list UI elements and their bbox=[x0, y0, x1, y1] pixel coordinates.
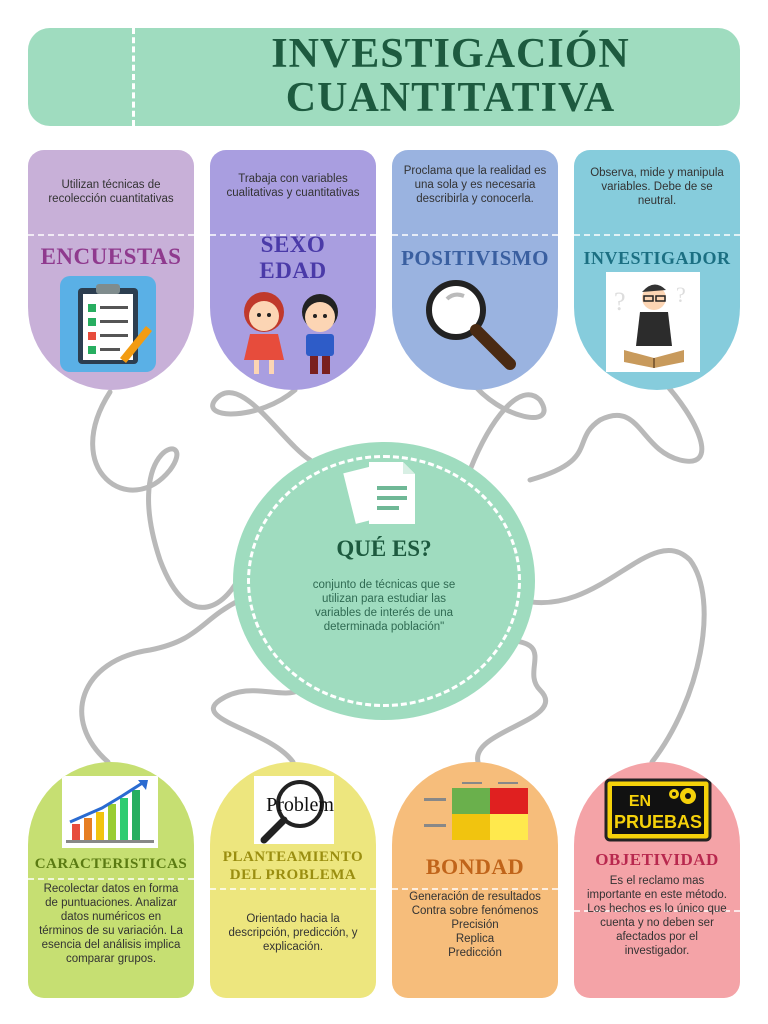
card-divider bbox=[392, 234, 558, 236]
card-sexo-edad-title: SEXO EDAD bbox=[259, 232, 327, 283]
card-planteamiento-text: Orientado hacia la descripción, predicci… bbox=[228, 913, 358, 953]
card-sexo-edad-text: Trabaja con variables cualitativas y cua… bbox=[226, 173, 360, 199]
card-investigador-text: Observa, mide y manipula variables. Debe… bbox=[590, 167, 724, 207]
rope-caracteristicas bbox=[79, 597, 243, 765]
page-title: INVESTIGACIÓN CUANTITATIVA bbox=[271, 31, 630, 121]
card-divider bbox=[210, 888, 376, 890]
rope-planteamiento bbox=[210, 687, 303, 765]
card-divider bbox=[574, 234, 740, 236]
decision-matrix-icon bbox=[424, 782, 528, 840]
banner-divider bbox=[132, 28, 135, 126]
card-positivismo-text: Proclama que la realidad es una sola y e… bbox=[403, 165, 547, 205]
en-pruebas-sign-icon: EN PRUEBAS bbox=[604, 778, 712, 842]
card-objetividad-text: Es el reclamo mas importante en este mét… bbox=[587, 875, 727, 957]
card-divider bbox=[392, 888, 558, 890]
card-caracteristicas: CARACTERISTICAS Recolectar datos en form… bbox=[28, 762, 194, 998]
card-investigador-title: INVESTIGADOR bbox=[583, 248, 731, 268]
growth-bar-chart-icon bbox=[62, 776, 158, 848]
card-divider bbox=[28, 234, 194, 236]
svg-text:?: ? bbox=[676, 282, 686, 307]
card-bondad-title: BONDAD bbox=[425, 854, 525, 879]
card-caracteristicas-title: CARACTERISTICAS bbox=[34, 856, 188, 872]
rope-investigador bbox=[527, 375, 705, 483]
card-positivismo: Proclama que la realidad es una sola y e… bbox=[392, 150, 558, 390]
card-sexo-edad: Trabaja con variables cualitativas y cua… bbox=[210, 150, 376, 390]
card-encuestas-title: ENCUESTAS bbox=[40, 244, 182, 269]
center-ring bbox=[247, 455, 521, 707]
card-bondad: BONDAD Generación de resultados Contra s… bbox=[392, 762, 558, 998]
card-encuestas-text: Utilizan técnicas de recolección cuantit… bbox=[48, 179, 174, 205]
card-divider bbox=[210, 234, 376, 236]
card-objetividad-title: OBJETIVIDAD bbox=[595, 850, 719, 869]
rope-sexo-edad bbox=[210, 387, 313, 463]
rope-encuestas bbox=[90, 389, 243, 610]
rope-objetividad bbox=[517, 548, 707, 765]
center-text: conjunto de técnicas que se utilizan par… bbox=[312, 579, 456, 633]
problem-word: Problem bbox=[266, 794, 334, 816]
sign-word-pruebas: PRUEBAS bbox=[614, 812, 702, 832]
rope-bondad bbox=[475, 637, 549, 765]
card-bondad-text: Generación de resultados Contra sobre fe… bbox=[409, 891, 541, 959]
magnifying-glass-icon bbox=[426, 280, 516, 370]
clipboard-checklist-icon bbox=[60, 276, 156, 372]
card-planteamiento-title: PLANTEAMIENTO DEL PROBLEMA bbox=[222, 849, 364, 883]
card-divider bbox=[574, 910, 740, 912]
card-investigador: Observa, mide y manipula variables. Debe… bbox=[574, 150, 740, 390]
documents-icon bbox=[343, 462, 415, 524]
center-title: QUÉ ES? bbox=[336, 536, 432, 561]
card-positivismo-title: POSITIVISMO bbox=[401, 246, 549, 270]
card-divider bbox=[28, 878, 194, 880]
card-planteamiento: Problem PLANTEAMIENTO DEL PROBLEMA Orien… bbox=[210, 762, 376, 998]
svg-text:?: ? bbox=[614, 287, 626, 316]
card-caracteristicas-text: Recolectar datos en forma de puntuacione… bbox=[39, 883, 183, 965]
researcher-reading-icon: ? ? bbox=[606, 272, 700, 372]
rope-positivismo bbox=[467, 377, 547, 473]
children-icon bbox=[244, 292, 338, 374]
title-banner: INVESTIGACIÓN CUANTITATIVA bbox=[28, 28, 740, 126]
problem-magnifier-icon: Problem bbox=[254, 776, 334, 844]
sign-word-en: EN bbox=[629, 793, 651, 810]
card-objetividad: EN PRUEBAS OBJETIVIDAD Es el reclamo mas… bbox=[574, 762, 740, 998]
center-circle: QUÉ ES? conjunto de técnicas que se util… bbox=[233, 442, 535, 720]
card-encuestas: Utilizan técnicas de recolección cuantit… bbox=[28, 150, 194, 390]
